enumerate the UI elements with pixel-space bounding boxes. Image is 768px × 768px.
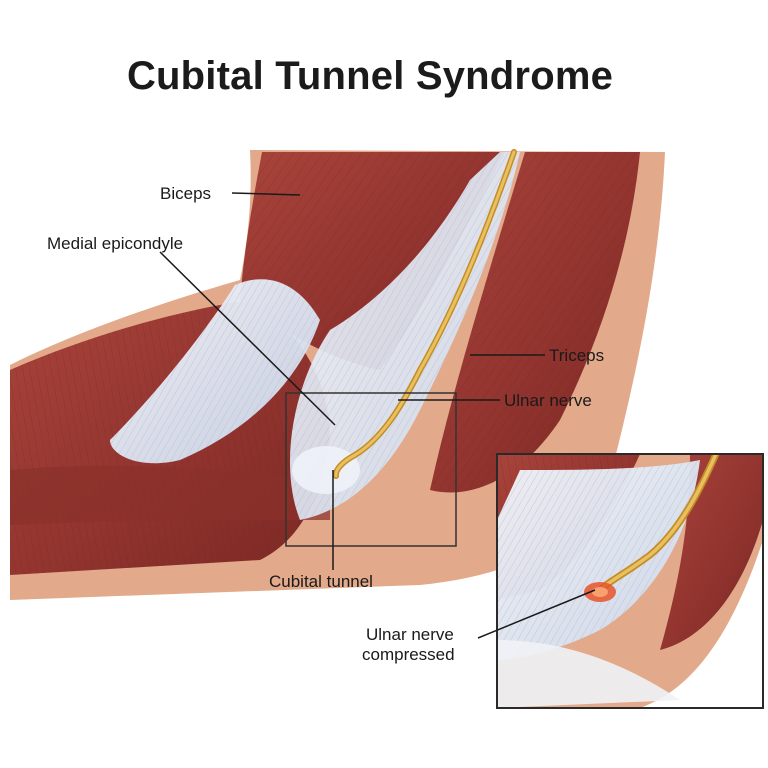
diagram-title: Cubital Tunnel Syndrome xyxy=(126,54,614,98)
label-triceps: Triceps xyxy=(549,346,604,365)
medial-epicondyle-leader-line xyxy=(159,251,336,426)
label-medial-epicondyle: Medial epicondyle xyxy=(47,234,183,253)
biceps-leader-line xyxy=(231,192,301,196)
label-cubital-tunnel: Cubital tunnel xyxy=(269,572,373,591)
compressed-leader-line xyxy=(477,589,596,639)
cubital-tunnel-highlight-box xyxy=(285,392,457,547)
inset-zoom-view xyxy=(497,454,763,708)
label-ulnar-nerve-compressed-line1: Ulnar nerve xyxy=(366,625,454,644)
medial-epicondyle xyxy=(292,446,360,494)
label-ulnar-nerve-compressed-line2: compressed xyxy=(362,645,455,664)
label-biceps: Biceps xyxy=(160,184,211,203)
inset-frame xyxy=(496,453,764,709)
label-ulnar-nerve: Ulnar nerve xyxy=(504,391,592,410)
